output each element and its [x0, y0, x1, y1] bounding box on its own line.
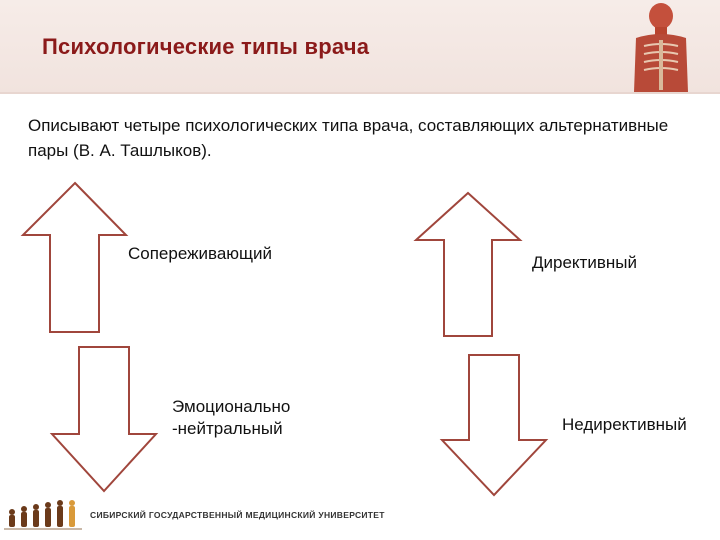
human-evolution-logo-icon [4, 500, 82, 530]
label-neutral-line2: -нейтральный [172, 419, 283, 438]
footer-university-name: СИБИРСКИЙ ГОСУДАРСТВЕННЫЙ МЕДИЦИНСКИЙ УН… [90, 510, 385, 520]
label-empathic: Сопереживающий [128, 244, 273, 263]
slide-header [0, 0, 720, 92]
label-neutral-line1: Эмоционально [172, 397, 291, 416]
label-nondirective: Недирективный [562, 415, 687, 434]
down-arrow-neutral [49, 346, 159, 493]
down-arrow-nondirective [439, 354, 549, 497]
intro-text: Описывают четыре психологических типа вр… [28, 116, 669, 160]
slide-title: Психологические типы врача [42, 34, 370, 59]
label-directive: Директивный [532, 253, 637, 272]
up-arrow-empathic [20, 181, 129, 333]
anatomy-illustration-icon [634, 3, 688, 92]
up-arrow-directive [413, 191, 523, 337]
header-divider [0, 92, 720, 94]
